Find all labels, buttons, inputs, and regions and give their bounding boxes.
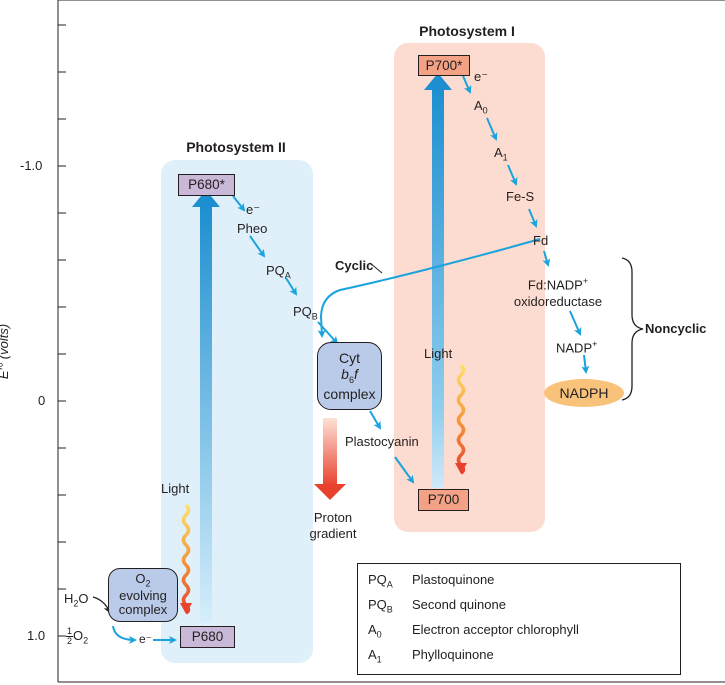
nadph-label: NADPH — [559, 385, 609, 401]
psi-light-wave — [456, 363, 466, 475]
tick-minus-1: -1.0 — [20, 158, 43, 173]
fes-label: Fe-S — [506, 189, 535, 204]
psi-excitation-arrow — [424, 73, 452, 488]
cyclic-label: Cyclic — [335, 258, 374, 273]
psi-light-label: Light — [424, 346, 453, 361]
psii-excitation-arrow — [192, 190, 220, 623]
a1-label: A1 — [494, 145, 508, 163]
psii-light-wave — [181, 503, 191, 615]
noncyclic-label: Noncyclic — [645, 321, 707, 336]
nadp-label: NADP+ — [556, 339, 598, 356]
photosystem-ii-region — [161, 160, 313, 663]
photosystem-i-title: Photosystem I — [419, 23, 515, 39]
half-o2-label: 1 2 O2 — [66, 626, 89, 646]
a0-label: A0 — [474, 98, 488, 116]
tick-1: 1.0 — [27, 628, 46, 643]
pheo-label: Pheo — [237, 221, 268, 236]
cyt-b6f-complex: Cyt b6f complex — [317, 342, 382, 410]
p700-star-box: P700* — [418, 55, 470, 76]
pqa-label: PQA — [266, 263, 291, 281]
psii-electron-label: e⁻ — [246, 202, 261, 217]
photosystem-ii-title: Photosystem II — [186, 139, 286, 155]
pqb-label: PQB — [293, 304, 318, 322]
proton-gradient-arrow — [314, 418, 346, 500]
o2-evolving-complex: O2 evolving complex — [108, 568, 178, 622]
psii-light-label: Light — [161, 481, 190, 496]
p680-star-box: P680* — [178, 174, 235, 196]
nadph-ellipse — [544, 379, 624, 407]
proton-gradient-label: Proton gradient — [309, 510, 357, 541]
plastocyanin-label: Plastocyanin — [345, 434, 419, 449]
p680-box: P680 — [180, 626, 235, 648]
noncyclic-brace — [621, 257, 644, 401]
psii-lower-electron-label: e⁻ — [139, 632, 153, 646]
h2o-label: H2O — [64, 591, 89, 609]
fd-nadp-oxidoreductase-label: Fd:NADP+ oxidoreductase — [513, 276, 603, 310]
psi-electron-label: e⁻ — [474, 69, 489, 84]
fd-label: Fd — [533, 233, 549, 248]
p700-box: P700 — [418, 489, 469, 511]
cyclic-path — [317, 238, 541, 338]
tick-0: 0 — [38, 393, 46, 408]
photosystem-i-region — [394, 43, 545, 532]
